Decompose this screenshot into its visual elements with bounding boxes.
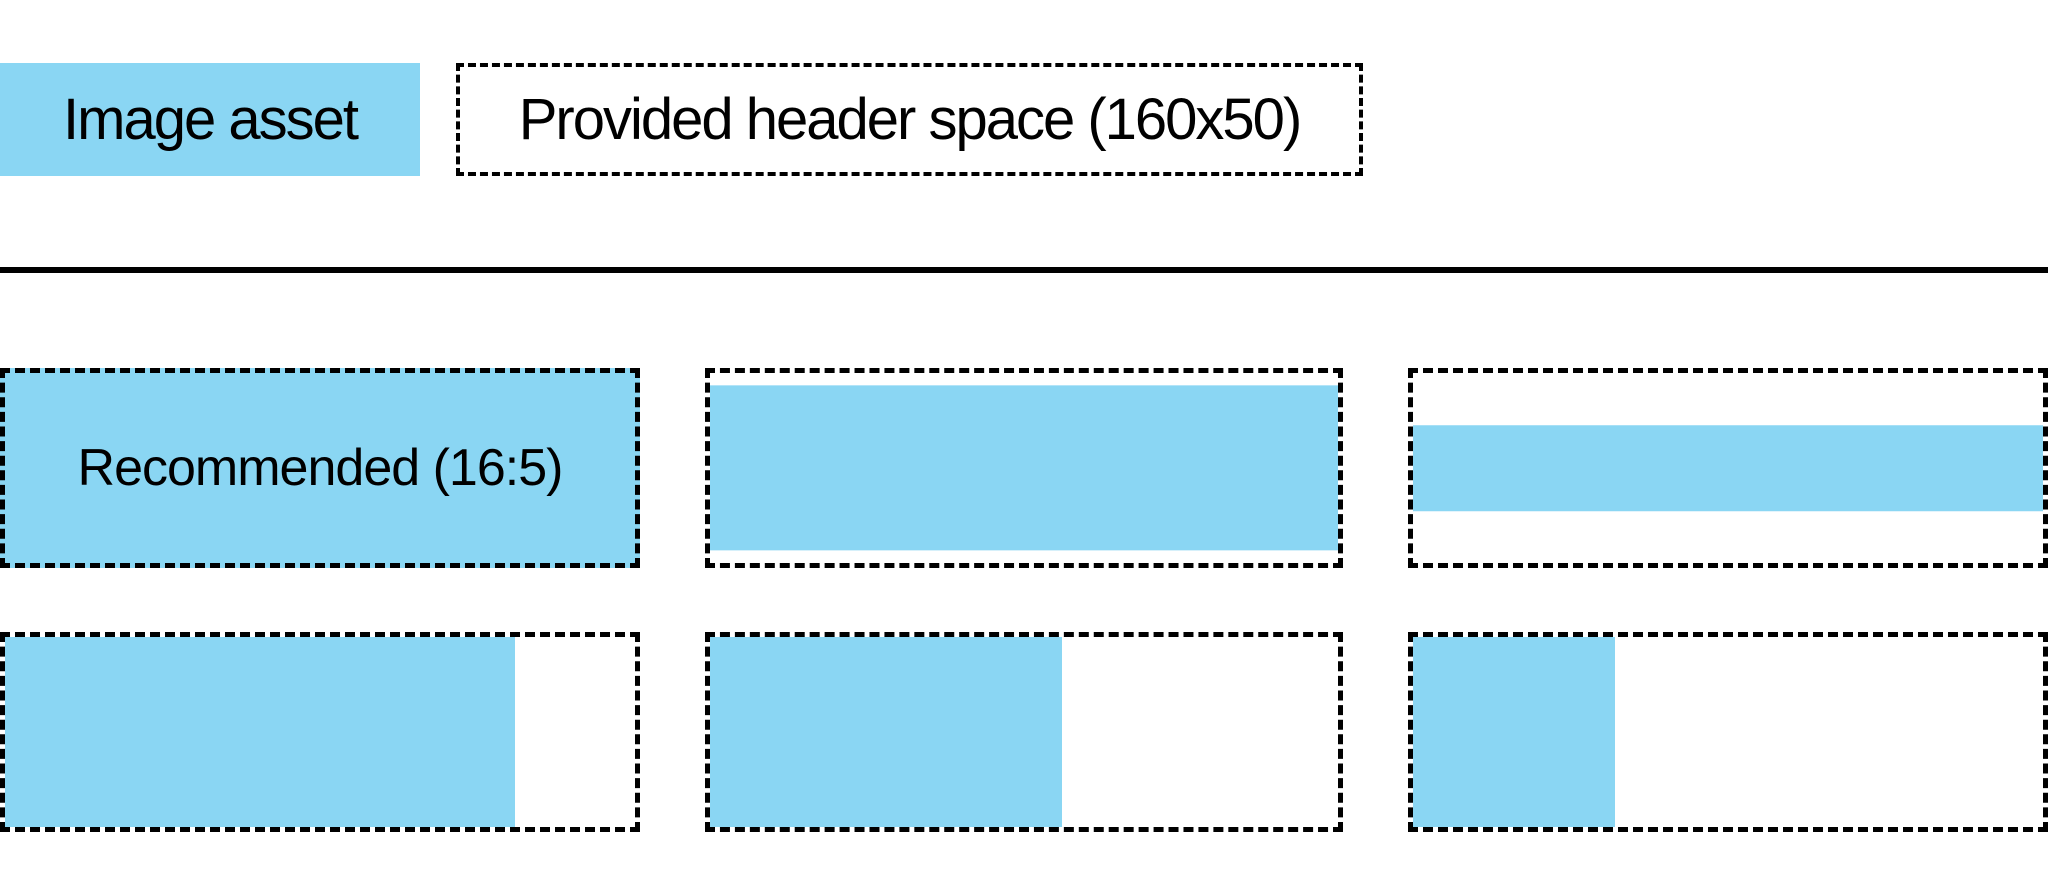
legend-image-asset-label: Image asset bbox=[63, 87, 359, 152]
recommended-label: Recommended (16:5) bbox=[77, 439, 564, 497]
image-asset-fill bbox=[5, 637, 516, 827]
image-asset-fill bbox=[1413, 425, 2043, 511]
header-space-area bbox=[1413, 637, 2043, 827]
section-divider-line bbox=[0, 267, 2048, 273]
example-cell-wide-small bbox=[1408, 368, 2048, 568]
image-asset-fill bbox=[710, 637, 1062, 827]
legend-header-space-label: Provided header space (160x50) bbox=[518, 87, 1303, 152]
example-cell-tall-small bbox=[1408, 632, 2048, 832]
example-cell-tall-large bbox=[0, 632, 640, 832]
legend-image-asset-swatch: Image asset bbox=[0, 63, 420, 176]
example-cell-wide-large bbox=[705, 368, 1343, 568]
image-asset-fill bbox=[710, 385, 1338, 551]
example-cell-recommended: Recommended (16:5) bbox=[0, 368, 640, 568]
header-space-area bbox=[5, 637, 635, 827]
header-space-area bbox=[710, 373, 1338, 563]
example-cell-tall-medium bbox=[705, 632, 1343, 832]
header-space-area bbox=[1413, 373, 2043, 563]
legend-header-space-box: Provided header space (160x50) bbox=[456, 63, 1363, 176]
header-space-area bbox=[710, 637, 1338, 827]
image-asset-fill bbox=[1413, 637, 1615, 827]
